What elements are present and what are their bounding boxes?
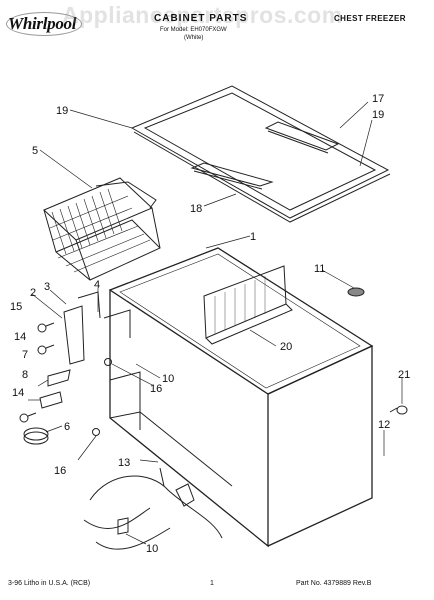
callout-6: 6 (64, 421, 70, 433)
footer-page-number: 1 (210, 580, 214, 587)
gasket-strip-18 (190, 162, 274, 190)
screw-16a (104, 358, 112, 366)
callout-11: 11 (314, 263, 325, 275)
cord-clip (23, 427, 49, 445)
gasket-strip-17 (264, 121, 340, 154)
model-line: For Model: EH070FXGW (160, 27, 227, 33)
footer-part-number: Part No. 4379889 Rev.B (296, 580, 372, 587)
callout-19a: 19 (56, 105, 68, 117)
callout-15: 15 (10, 301, 22, 313)
freezer-cabinet (108, 247, 374, 548)
callout-16b: 16 (54, 465, 66, 477)
product-type: CHEST FREEZER (334, 14, 406, 23)
footer-litho: 3-96 Litho in U.S.A. (RCB) (8, 580, 91, 587)
callout-2: 2 (30, 287, 36, 299)
callout-16a: 16 (150, 383, 162, 395)
callout-3: 3 (44, 281, 50, 293)
callout-20: 20 (280, 341, 292, 353)
screw-14a (37, 344, 55, 355)
hinge-assembly (39, 291, 131, 409)
callout-19b: 19 (372, 109, 384, 121)
callout-7: 7 (22, 349, 28, 361)
wiring-harness (83, 467, 223, 550)
callout-14a: 14 (14, 331, 26, 343)
callout-13: 13 (118, 457, 130, 469)
callout-8: 8 (22, 369, 28, 381)
callout-1: 1 (250, 231, 256, 243)
callout-10a: 10 (162, 373, 174, 385)
wire-basket (43, 177, 161, 281)
callout-14b: 14 (12, 387, 24, 399)
callout-4: 4 (94, 279, 100, 291)
drain-plug (389, 405, 408, 415)
watermark: Appliancepartspros.com (62, 2, 343, 28)
callout-17: 17 (372, 93, 384, 105)
lid-gasket-frame (130, 85, 391, 223)
brand-logo: Whirlpool (8, 14, 77, 33)
callout-12: 12 (378, 419, 390, 431)
color-line: (White) (184, 35, 204, 41)
callout-18: 18 (190, 203, 202, 215)
screw-15 (37, 322, 55, 333)
page-title: CABINET PARTS (154, 13, 248, 24)
leader-lines (28, 101, 403, 545)
callout-10b: 10 (146, 543, 158, 555)
divider-panel (203, 265, 293, 345)
callout-5: 5 (32, 145, 38, 157)
brand-logo-ring (6, 12, 82, 36)
foot (347, 287, 365, 297)
callout-21: 21 (398, 369, 410, 381)
screw-14b (19, 412, 37, 423)
screw-16b (92, 428, 100, 436)
